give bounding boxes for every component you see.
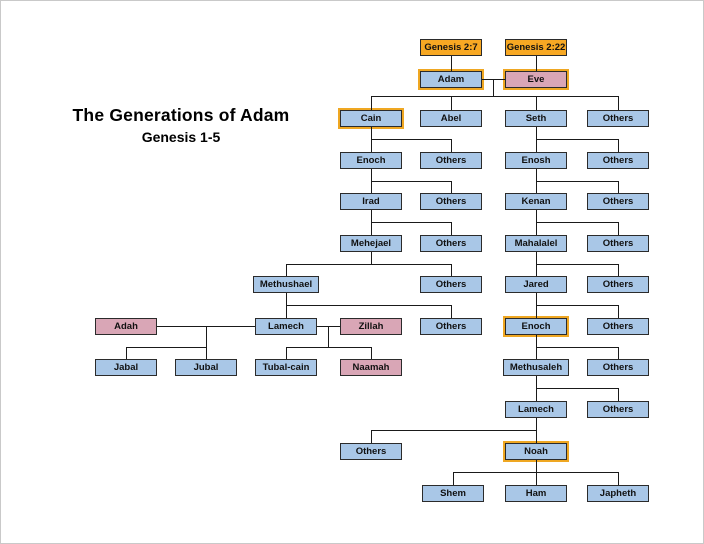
connector-line: [618, 96, 619, 110]
node-others: Others: [420, 152, 482, 169]
connector-line: [371, 430, 536, 431]
node-others: Others: [420, 193, 482, 210]
connector-line: [618, 222, 619, 235]
connector-line: [451, 222, 452, 235]
connector-line: [371, 139, 451, 140]
node-eve: Eve: [503, 69, 569, 90]
connector-line: [536, 388, 618, 389]
connector-line: [618, 139, 619, 152]
node-enoch-seth-line: Enoch: [503, 316, 569, 337]
connector-line: [371, 222, 451, 223]
connector-line: [618, 181, 619, 193]
connector-line: [536, 418, 537, 443]
connector-line: [371, 347, 372, 359]
connector-line: [451, 264, 452, 276]
node-kenan: Kenan: [505, 193, 567, 210]
node-jabal: Jabal: [95, 359, 157, 376]
node-irad: Irad: [340, 193, 402, 210]
connector-line: [618, 347, 619, 359]
connector-line: [451, 305, 452, 318]
connector-line: [371, 252, 372, 264]
connector-line: [126, 347, 206, 348]
node-others: Others: [420, 276, 482, 293]
node-adah: Adah: [95, 318, 157, 335]
node-naamah: Naamah: [340, 359, 402, 376]
node-mahalalel: Mahalalel: [505, 235, 567, 252]
connector-line: [371, 181, 451, 182]
node-methushael: Methushael: [253, 276, 319, 293]
connector-line: [206, 326, 207, 359]
node-methusaleh: Methusaleh: [503, 359, 569, 376]
connector-line: [371, 430, 372, 443]
connector-line: [286, 264, 287, 276]
node-zillah: Zillah: [340, 318, 402, 335]
connector-line: [536, 305, 618, 306]
node-jared: Jared: [505, 276, 567, 293]
connector-line: [453, 472, 618, 473]
node-lamech-cain-line: Lamech: [255, 318, 317, 335]
connector-line: [618, 305, 619, 318]
connector-line: [286, 347, 287, 359]
connector-line: [618, 264, 619, 276]
node-enoch-cain-line: Enoch: [340, 152, 402, 169]
node-shem: Shem: [422, 485, 484, 502]
connector-line: [451, 139, 452, 152]
connector-line: [453, 472, 454, 485]
connector-line: [536, 222, 618, 223]
node-japheth: Japheth: [587, 485, 649, 502]
node-noah: Noah: [503, 441, 569, 462]
connector-line: [493, 79, 494, 96]
connector-line: [536, 56, 537, 71]
connector-line: [451, 181, 452, 193]
connector-line: [286, 264, 451, 265]
connector-line: [286, 305, 451, 306]
connector-line: [618, 472, 619, 485]
diagram-subtitle: Genesis 1-5: [141, 129, 221, 145]
node-ham: Ham: [505, 485, 567, 502]
node-enosh: Enosh: [505, 152, 567, 169]
node-others: Others: [340, 443, 402, 460]
node-others: Others: [587, 359, 649, 376]
connector-line: [536, 181, 618, 182]
node-others: Others: [587, 110, 649, 127]
connector-line: [328, 326, 329, 347]
diagram-title: The Generations of Adam: [72, 105, 290, 125]
connector-line: [618, 388, 619, 401]
node-abel: Abel: [420, 110, 482, 127]
connector-line: [536, 264, 618, 265]
node-cain: Cain: [338, 108, 404, 129]
title-block: The Generations of Adam Genesis 1-5: [47, 105, 315, 145]
connector-line: [286, 347, 371, 348]
node-others: Others: [587, 276, 649, 293]
node-tubal-cain: Tubal-cain: [255, 359, 317, 376]
node-others: Others: [587, 235, 649, 252]
node-adam: Adam: [418, 69, 484, 90]
connector-line: [536, 347, 618, 348]
node-mehejael: Mehejael: [340, 235, 402, 252]
connector-line: [451, 56, 452, 71]
connector-line: [536, 139, 618, 140]
connector-line: [371, 96, 372, 110]
node-seth: Seth: [505, 110, 567, 127]
node-others: Others: [587, 318, 649, 335]
connector-line: [371, 96, 618, 97]
node-others: Others: [587, 401, 649, 418]
node-others: Others: [587, 193, 649, 210]
node-others: Others: [420, 235, 482, 252]
connector-line: [536, 96, 537, 110]
node-genesis-2-22: Genesis 2:22: [505, 39, 567, 56]
node-jubal: Jubal: [175, 359, 237, 376]
connector-line: [451, 96, 452, 110]
node-genesis-2-7: Genesis 2:7: [420, 39, 482, 56]
node-lamech-seth-line: Lamech: [505, 401, 567, 418]
node-others: Others: [587, 152, 649, 169]
connector-line: [126, 347, 127, 359]
node-others: Others: [420, 318, 482, 335]
